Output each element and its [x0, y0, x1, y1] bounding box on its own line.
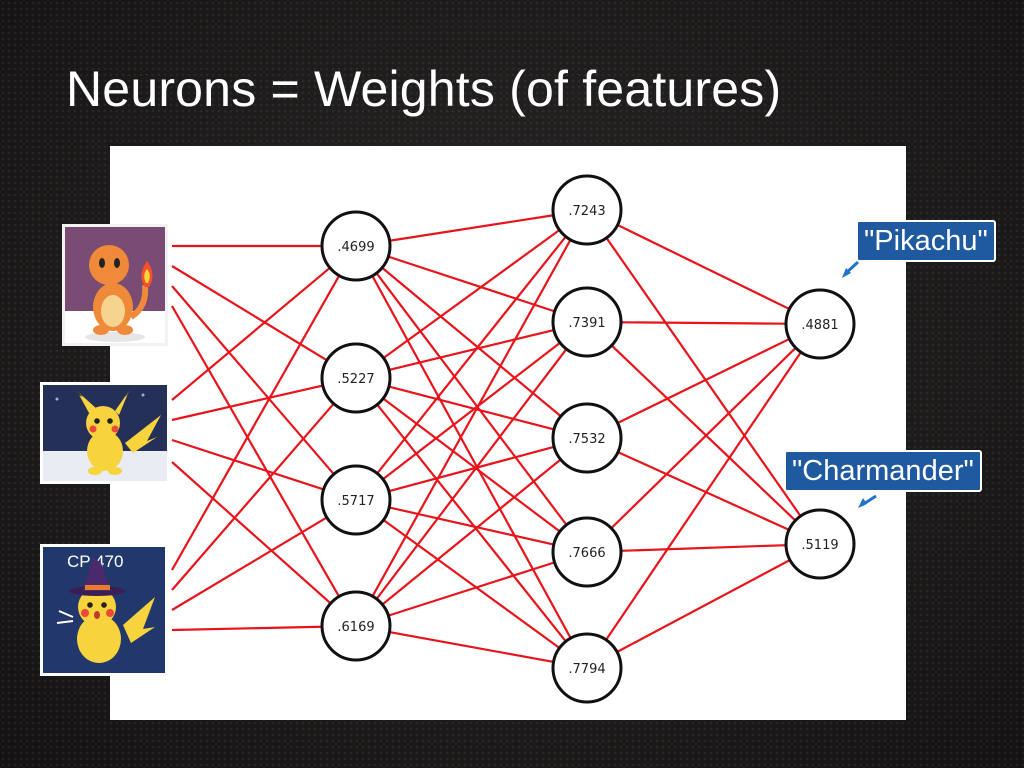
neuron-circle — [784, 288, 856, 360]
neuron-circle — [320, 464, 392, 536]
neuron-value: .7666 — [568, 546, 605, 561]
layer1-to-layer2-edge — [375, 348, 568, 600]
layer2-neuron-1: .7243 — [551, 174, 623, 246]
slide-title: Neurons = Weights (of features) — [66, 61, 782, 117]
charmander-pointer-arrow — [858, 494, 877, 508]
charmander-image — [62, 224, 168, 346]
layer1-to-layer2-edge — [382, 519, 561, 649]
layer1-to-layer2-edge — [381, 458, 562, 606]
layer1-to-layer2-edge — [387, 255, 556, 313]
layer1-to-layer2-edge — [382, 229, 561, 359]
neuron-circle — [320, 342, 392, 414]
neuron-circle — [784, 508, 856, 580]
input-1-to-layer1-edge — [171, 266, 331, 401]
input-2-to-layer1-edge — [171, 516, 328, 611]
layer1-neuron-2: .5227 — [320, 342, 392, 414]
layer1-to-layer2-edge — [382, 397, 561, 533]
neuron-circle — [551, 174, 623, 246]
neuron-value: .4881 — [801, 318, 838, 333]
layer2-to-output-edge — [605, 351, 802, 641]
neuron-value: .5717 — [337, 494, 374, 509]
layer2-to-output-edge — [617, 451, 790, 531]
layer2-to-output-edge — [605, 237, 802, 517]
output-neuron-1: .4881 — [784, 288, 856, 360]
input-2-to-layer1-edge — [171, 402, 335, 591]
layer1-to-layer2-edge — [371, 239, 572, 597]
input-2-to-layer1-edge — [171, 625, 323, 632]
charmander-illustration — [65, 227, 165, 343]
neuron-circle — [551, 516, 623, 588]
pikachu-witch-hat-illustration: CP 470 — [43, 547, 165, 673]
pikachu-image — [40, 382, 170, 484]
layer1-to-layer2-edge — [388, 561, 555, 617]
layer1-to-layer2-edge — [389, 214, 554, 242]
callout-arrows — [842, 260, 877, 508]
neuron-circle — [320, 210, 392, 282]
input-0-to-layer1-edge — [171, 305, 341, 598]
layer2-to-output-edge — [616, 559, 791, 653]
input-1-to-layer1-edge — [171, 384, 324, 422]
pikachu-illustration — [43, 385, 167, 481]
neuron-value: .4699 — [337, 240, 374, 255]
output-neuron-2: .5119 — [784, 508, 856, 580]
neuron-value: .6169 — [337, 620, 374, 635]
diagram-panel — [110, 146, 906, 720]
layer1-neuron-3: .5717 — [320, 464, 392, 536]
input-1-to-layer1-edge — [171, 461, 332, 605]
layer2-neuron-5: .7794 — [551, 632, 623, 704]
pikachu-label-callout: "Pikachu" — [856, 220, 996, 262]
layer2-to-output-edge — [617, 337, 790, 425]
layer1-to-layer2-edge — [388, 445, 555, 493]
layer2-neuron-2: .7391 — [551, 286, 623, 358]
input-0-to-layer1-edge — [171, 285, 335, 475]
neuron-value: .5119 — [801, 538, 838, 553]
layer1-to-layer2-edge — [388, 385, 555, 431]
neuron-circle — [320, 590, 392, 662]
layer1-neuron-4: .6169 — [320, 590, 392, 662]
layer2-to-output-edge — [610, 344, 797, 522]
pikachu-witch-hat-image: CP 470 — [40, 544, 168, 676]
layer1-to-layer2-edge — [376, 403, 567, 643]
neuron-nodes: .4699 .5227 .5717 .6169 .7243 .7391 .7532 .7666… — [320, 174, 856, 704]
neuron-value: .5227 — [337, 372, 374, 387]
neuron-circle — [551, 402, 623, 474]
layer2-to-output-edge — [620, 321, 787, 325]
layer2-neuron-3: .7532 — [551, 402, 623, 474]
connection-edges — [171, 214, 802, 664]
charmander-label-callout: "Charmander" — [784, 450, 982, 492]
neuron-circle — [551, 632, 623, 704]
layer1-neuron-1: .4699 — [320, 210, 392, 282]
neuron-circle — [551, 286, 623, 358]
layer1-to-layer2-edge — [382, 341, 561, 481]
layer2-to-output-edge — [610, 346, 797, 530]
input-1-to-layer1-edge — [171, 438, 325, 491]
layer2-to-output-edge — [617, 223, 790, 311]
neuron-value: .7794 — [568, 662, 605, 677]
pikachu-pointer-arrow — [842, 260, 860, 278]
layer1-to-layer2-edge — [376, 235, 567, 475]
layer1-to-layer2-edge — [389, 630, 554, 664]
layer1-to-layer2-edge — [388, 328, 555, 372]
layer1-to-layer2-edge — [388, 506, 555, 546]
layer2-to-output-edge — [620, 544, 787, 552]
layer1-to-layer2-edge — [375, 272, 568, 526]
layer1-to-layer2-edge — [381, 266, 562, 418]
neuron-value: .7532 — [568, 432, 605, 447]
layer2-neuron-4: .7666 — [551, 516, 623, 588]
layer1-to-layer2-edge — [371, 275, 572, 639]
neuron-value: .7391 — [568, 316, 605, 331]
neuron-value: .7243 — [568, 204, 605, 219]
input-2-to-layer1-edge — [171, 275, 341, 571]
